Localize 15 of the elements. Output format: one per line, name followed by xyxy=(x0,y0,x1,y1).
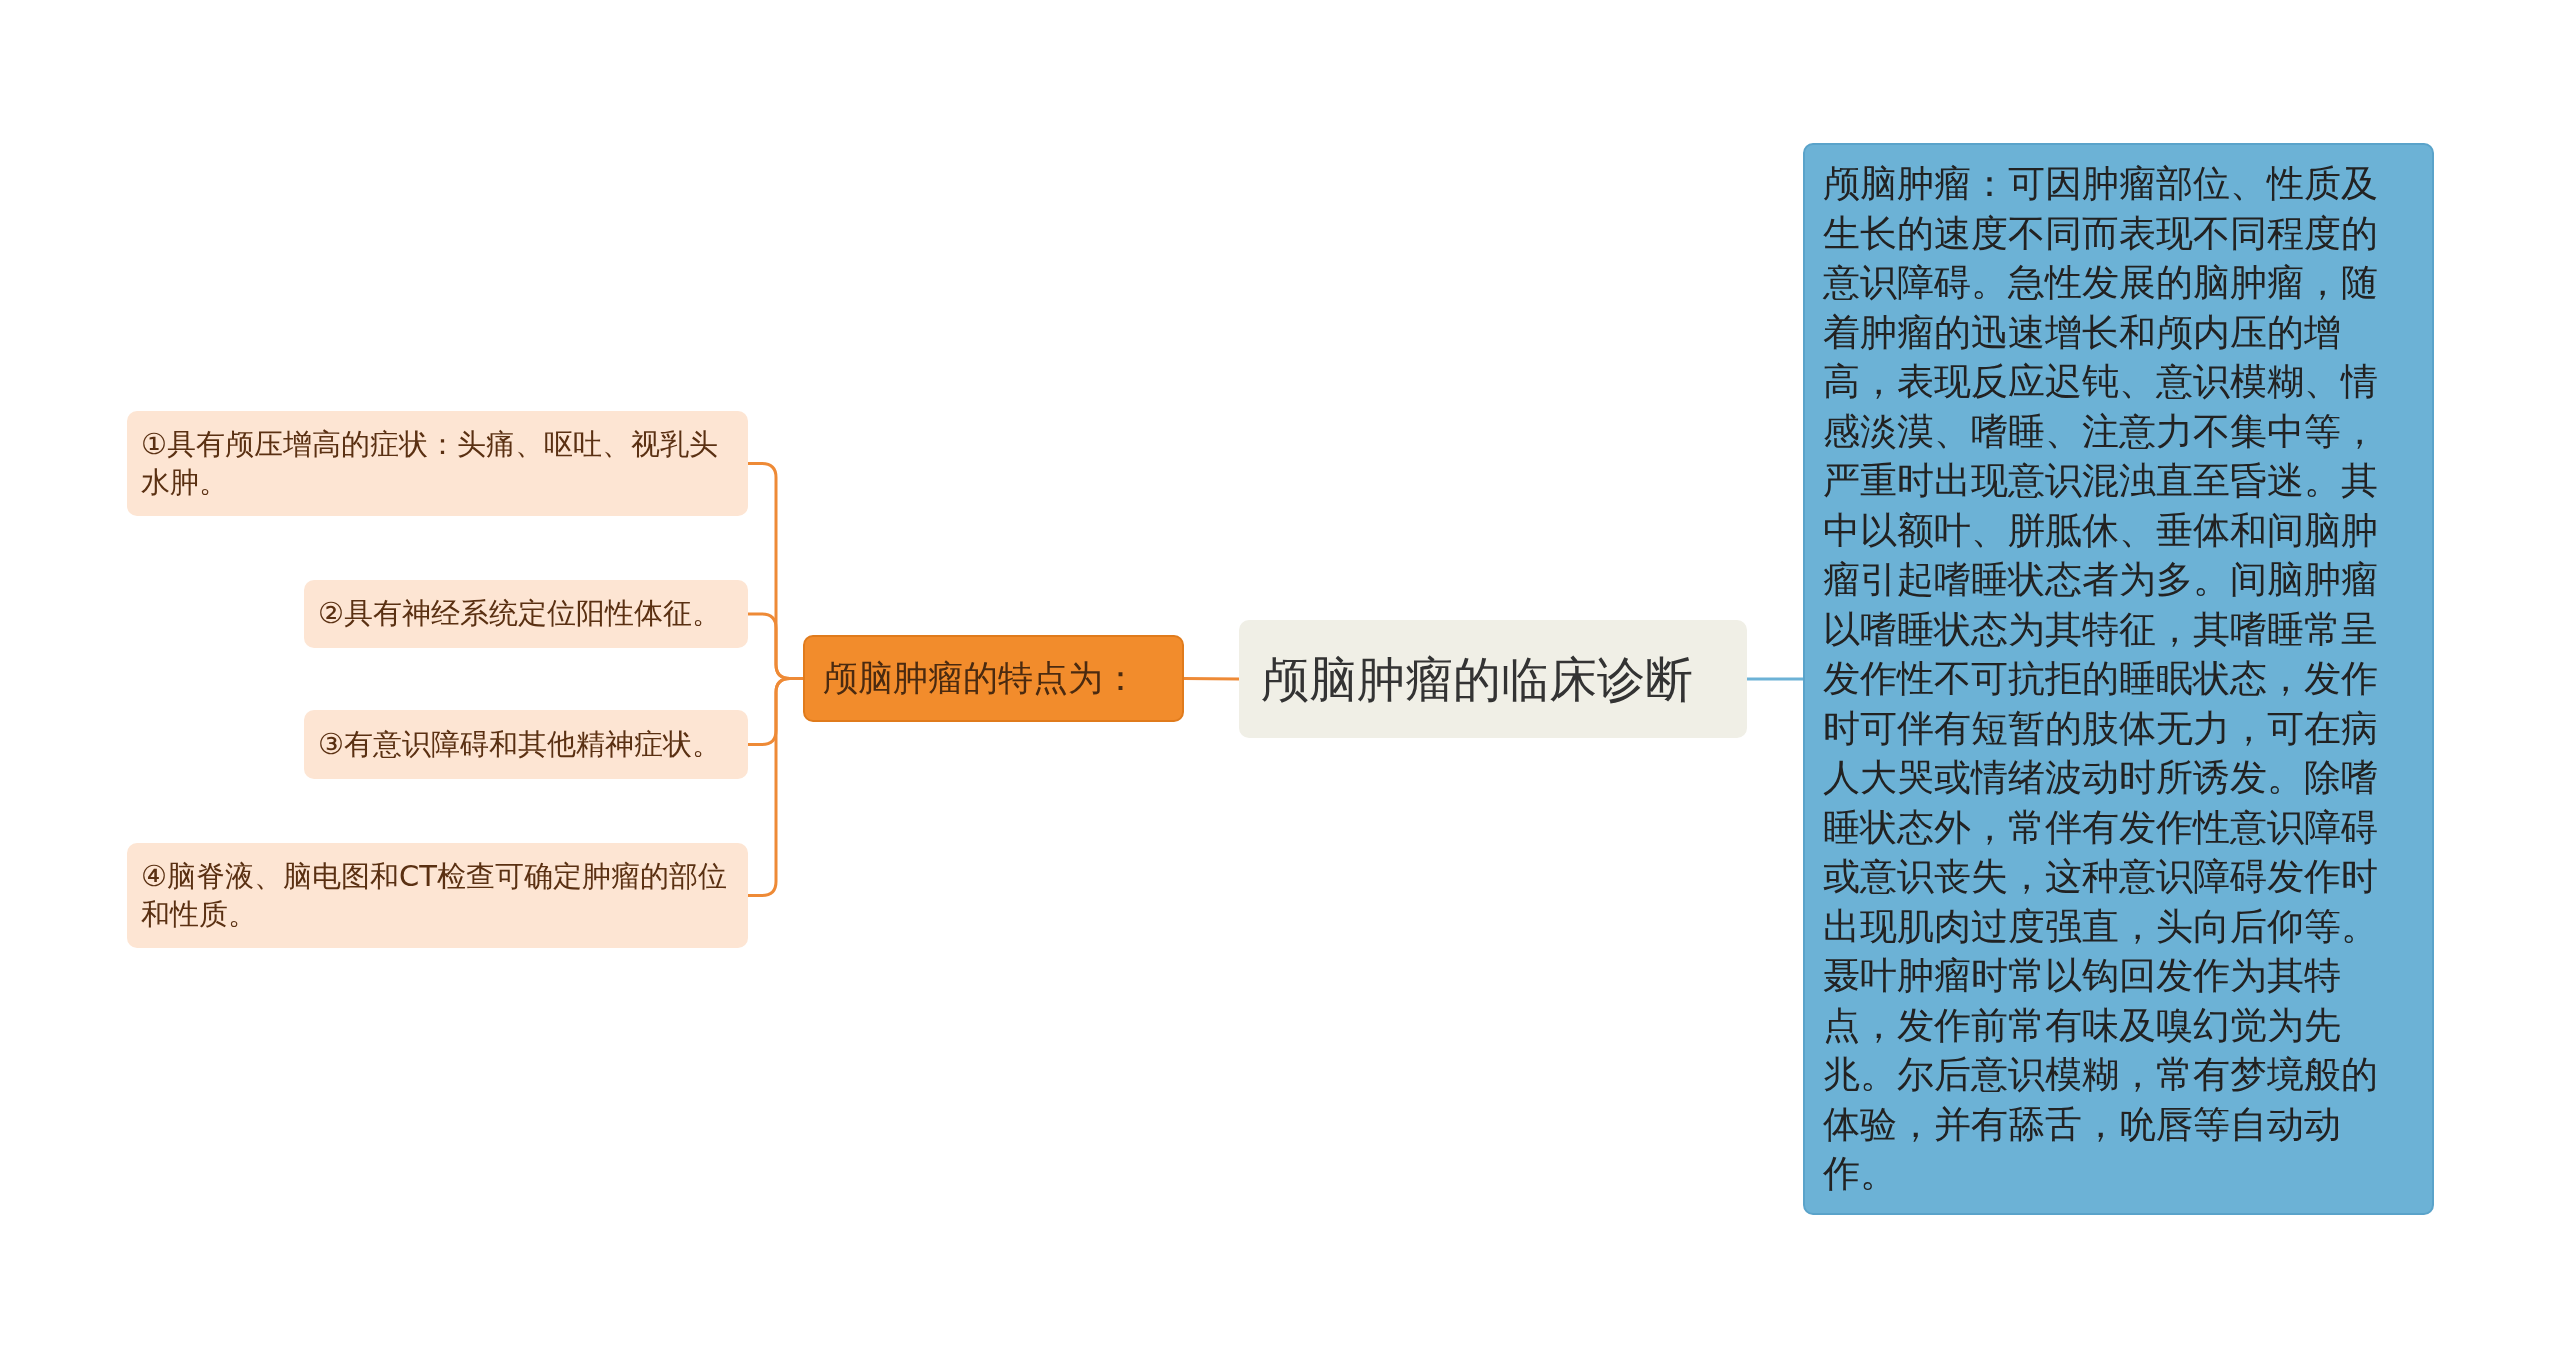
subtopic-card xyxy=(304,580,748,648)
topic-text: ②具有神经系统定位阳性体征。 xyxy=(318,595,721,633)
central-topic xyxy=(1239,620,1747,738)
connector-line xyxy=(1184,677,1239,681)
topic-text: ①具有颅压增高的症状：头痛、呕吐、视乳头水肿。 xyxy=(141,425,719,501)
connector-line xyxy=(1747,677,1803,681)
topic-text: 颅脑肿瘤：可因肿瘤部位、性质及生长的速度不同而表现不同程度的意识障碍。急性发展的脑肿瘤，随着肿瘤的迅速增长和颅内压的增高，表现反应迟钝、意识模糊、情感淡漠、嗜睡、注意力不集中等，严重时出现意识混浊直至昏迷。其中以额叶、胼胝休、垂体和间脑肿瘤引起嗜睡状态者为多。间脑肿瘤以嗜睡状态为其特征，其嗜睡常呈发作性不可抗拒的睡眠状态，发作时可伴有短暂的肢体无力，可在病人大哭或情绪波动时所诱发。除嗜睡状态外，常伴有发作性意识障碍或意识丧失，这种意识障碍发作时出现肌肉过度强直，头向后仰等。聂叶肿瘤时常以钩回发作为其特点，发作前常有味及嗅幻觉为先兆。尔后意识模糊，常有梦境般的体验，并有舔舌，吮唇等自动动作。 xyxy=(1823,161,2379,1197)
subtopic-card xyxy=(127,411,748,516)
topic-text: 颅脑肿瘤的特点为： xyxy=(823,656,1138,700)
topic-text: 颅脑肿瘤的临床诊断 xyxy=(1261,649,1693,709)
subtopic-card xyxy=(127,843,748,948)
topic-text: ③有意识障碍和其他精神症状。 xyxy=(318,725,721,763)
branch-topic xyxy=(803,635,1184,722)
subtopic-card xyxy=(304,710,748,779)
topic-text: ④脑脊液、脑电图和CT检查可确定肿瘤的部位和性质。 xyxy=(141,857,728,933)
